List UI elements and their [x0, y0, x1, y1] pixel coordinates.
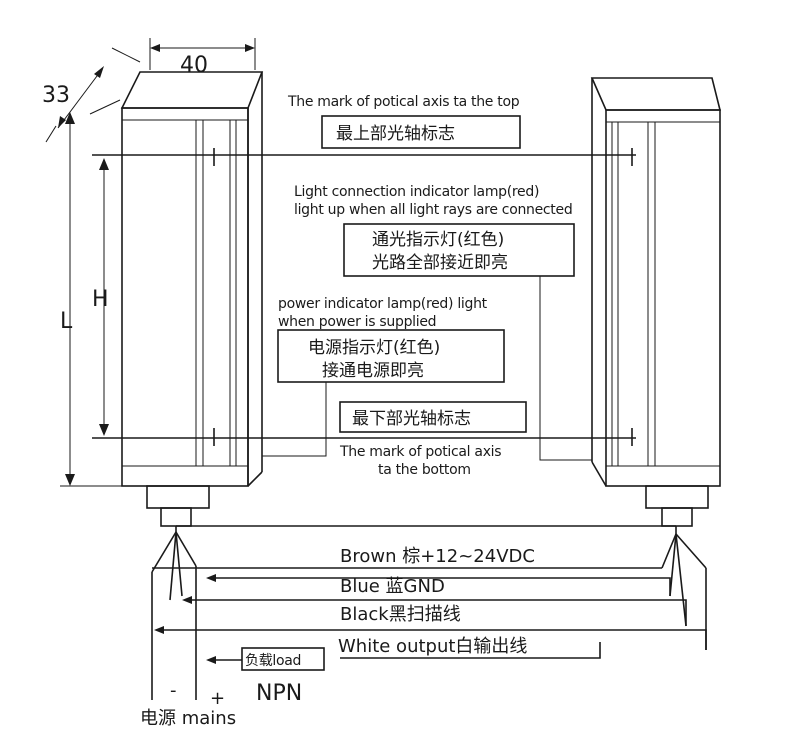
wire-brown-label: Brown 棕+12~24VDC [340, 546, 535, 567]
bottom-axis-label-en-2: ta the bottom [378, 462, 471, 478]
dimension-depth: 33 [42, 47, 141, 143]
power-label-cn-1: 电源指示灯(红色) [308, 338, 440, 358]
dimension-height: H [92, 158, 109, 436]
wire-black-label: Black黑扫描线 [340, 604, 461, 625]
load-label: 负载load [245, 653, 301, 669]
right-housing [590, 77, 722, 527]
output-type-label: NPN [256, 681, 302, 706]
power-leader [262, 382, 327, 457]
load: 负载load [206, 642, 601, 671]
light-connection-label-en-1: Light connection indicator lamp(red) [294, 184, 539, 200]
light-connection-label-cn-1: 通光指示灯(红色) [372, 230, 504, 250]
wire-blue: Blue 蓝GND [206, 574, 671, 597]
terminal-minus: - [170, 680, 177, 701]
wire-white: White output白输出线 [154, 626, 707, 657]
light-connection-leader [539, 276, 592, 461]
bottom-axis-label-cn: 最下部光轴标志 [352, 409, 471, 429]
light-connection-label-en-2: light up when all light rays are connect… [294, 202, 572, 218]
power-label-cn-2: 接通电源即亮 [322, 361, 424, 381]
top-axis-label-en: The mark of potical axis ta the top [287, 94, 520, 110]
wire-black: Black黑扫描线 [182, 596, 687, 626]
terminal-plus: + [210, 688, 225, 709]
dimension-width-label: 40 [180, 53, 208, 78]
light-connection-label-cn-2: 光路全部接近即亮 [372, 253, 508, 273]
dimension-depth-label: 33 [42, 83, 70, 108]
right-connector [645, 485, 709, 509]
left-cable-fanout [151, 526, 197, 700]
dimension-length-label: L [60, 309, 73, 334]
dimension-length: L [60, 112, 122, 487]
light-connection-box [343, 223, 575, 277]
dimension-height-label: H [92, 287, 109, 312]
bottom-axis-box [339, 401, 527, 433]
load-box [241, 647, 325, 671]
top-axis-box [321, 115, 521, 149]
left-connector [146, 485, 210, 509]
left-housing [120, 71, 264, 527]
wire-white-label: White output白输出线 [338, 636, 527, 657]
power-label-en-1: power indicator lamp(red) light [278, 296, 488, 312]
dimension-width: 40 [149, 38, 256, 78]
power-label-en-2: when power is supplied [278, 314, 436, 330]
mains-label: 电源 mains [140, 708, 236, 729]
right-cable-fanout [661, 526, 707, 650]
wire-blue-label: Blue 蓝GND [340, 576, 445, 597]
bottom-axis-label-en-1: The mark of potical axis [339, 444, 501, 460]
power-box [277, 329, 505, 383]
wire-brown: Brown 棕+12~24VDC [152, 546, 662, 569]
top-axis-label-cn: 最上部光轴标志 [336, 124, 455, 144]
